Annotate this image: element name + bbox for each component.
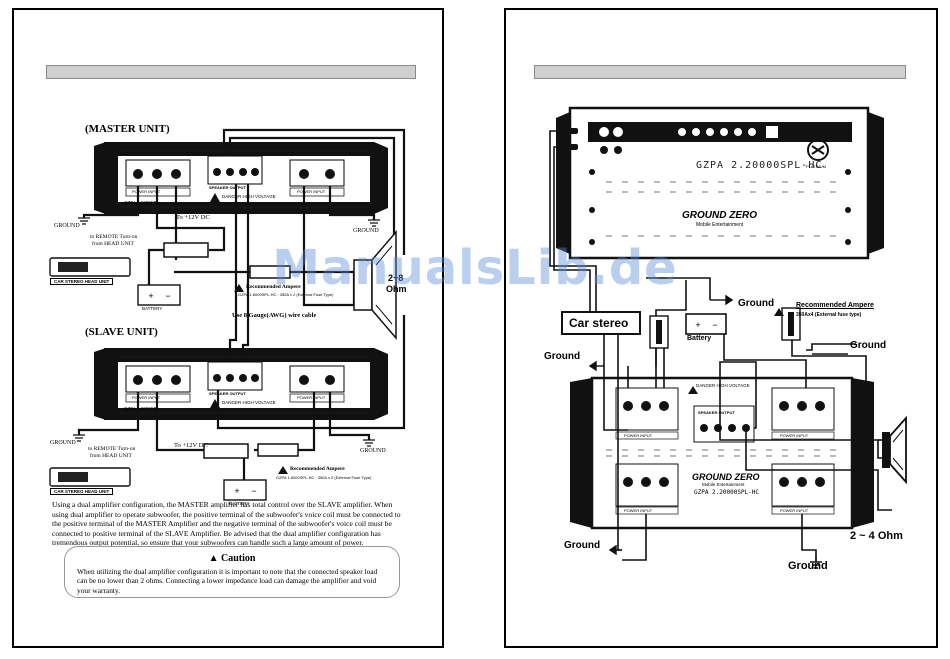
upper-amplifier bbox=[556, 106, 884, 260]
right-battery: + − bbox=[685, 313, 727, 335]
car-stereo-label: Car stereo bbox=[569, 316, 629, 330]
ground-arrows bbox=[588, 294, 848, 569]
master-amplifier bbox=[94, 142, 388, 214]
lower-brand-subtitle: Mobile Entertainment bbox=[702, 482, 745, 487]
watermark: ManualsLib.de bbox=[272, 240, 678, 296]
rca-plugs bbox=[558, 128, 578, 150]
ground-label-left: Ground bbox=[544, 351, 581, 362]
lower-amplifier bbox=[570, 376, 874, 530]
svg-text:+: + bbox=[695, 320, 700, 330]
master-power-input-left-label: POWER INPUT bbox=[132, 189, 161, 194]
warning-icons bbox=[210, 193, 288, 474]
slave-remote-line2: from HEAD UNIT bbox=[90, 453, 132, 459]
master-danger-label: DANGER HIGH VOLTAGE bbox=[222, 194, 276, 199]
upper-brand-label: GROUND ZERO bbox=[682, 210, 757, 221]
lower-amplifier-model-label: GZPA 2.20000SPL-HC bbox=[694, 489, 760, 496]
lower-danger-label: DANGER HIGH VOLTAGE bbox=[696, 383, 750, 388]
ohm-range-line1: 2~8 bbox=[388, 273, 404, 283]
slave-remote-line1: to REMOTE Turn-on bbox=[88, 446, 136, 452]
master-speaker-output-label: SPEAKER OUTPUT bbox=[209, 185, 246, 190]
head-unit-devices bbox=[49, 257, 131, 487]
slave-speaker-output-label: SPEAKER OUTPUT bbox=[209, 391, 246, 396]
master-power-input-right-label: POWER INPUT bbox=[297, 189, 326, 194]
master-ampere-detail: GZPA 1.6000SPL-HC : 350A x 2 (External F… bbox=[238, 292, 334, 297]
svg-text:−: − bbox=[712, 320, 717, 330]
master-remote-line2: from HEAD UNIT bbox=[92, 241, 134, 247]
caution-box: ▲ Caution When utilizing the dual amplif… bbox=[64, 546, 400, 598]
left-section-header-bar bbox=[46, 65, 416, 79]
slave-danger-label: DANGER HIGH VOLTAGE bbox=[222, 400, 276, 405]
slave-ground-right-label: GROUND bbox=[360, 448, 386, 454]
wiring bbox=[77, 128, 406, 480]
lower-power-input-2: POWER INPUT bbox=[780, 433, 809, 438]
right-battery-label: Battery bbox=[687, 335, 712, 342]
master-battery-label: BATTERY bbox=[142, 306, 163, 311]
slave-model-label: GZPA 1.6000SPL bbox=[124, 406, 160, 411]
master-head-unit-label: CAR STEREO HEAD UNIT bbox=[50, 278, 114, 285]
dual-amplifier-wiring-diagram: + − + − bbox=[49, 128, 406, 501]
right-ohm-label: 2 ~ 4 Ohm bbox=[850, 530, 903, 542]
svg-text:+: + bbox=[148, 291, 153, 301]
slave-ampere-detail: GZPA 1.6000SPL-HC : 350A x 2 (External F… bbox=[276, 475, 372, 480]
master-ground-right-label: GROUND bbox=[353, 228, 379, 234]
slave-unit-label: (SLAVE UNIT) bbox=[85, 326, 158, 338]
warning-icon: ▲ bbox=[208, 553, 219, 564]
slave-recommended-ampere-label: Recommended Ampere bbox=[290, 466, 345, 472]
caution-title: Caution bbox=[220, 553, 256, 564]
master-to-12v-label: To +12V DC bbox=[176, 214, 210, 221]
slave-battery-label: BATTERY bbox=[229, 501, 250, 506]
master-remote-line1: to REMOTE Turn-on bbox=[90, 234, 138, 240]
dual-amplifier-description: Using a dual amplifier configuration, th… bbox=[52, 500, 401, 548]
ground-symbols bbox=[73, 217, 380, 447]
slave-power-input-right-label: POWER INPUT bbox=[297, 395, 326, 400]
master-recommended-ampere-label: Recommended Ampere bbox=[246, 284, 301, 290]
lower-power-input-4: POWER INPUT bbox=[780, 508, 809, 513]
right-subwoofer-speaker bbox=[882, 415, 907, 485]
ground-label-bottom-left: Ground bbox=[564, 540, 601, 551]
lower-speaker-output-label: SPEAKER OUTPUT bbox=[698, 410, 735, 415]
subwoofer-speaker bbox=[353, 229, 397, 341]
upper-brand-subtitle: Mobile Entertainment bbox=[696, 222, 744, 228]
right-ampere-detail: 350Ax4 (External fuse type) bbox=[796, 312, 862, 318]
svg-text:−: − bbox=[251, 486, 256, 496]
master-ground-left-label: GROUND bbox=[54, 223, 80, 229]
lower-power-input-3: POWER INPUT bbox=[624, 508, 653, 513]
caution-text: When utilizing the dual amplifier config… bbox=[77, 567, 378, 595]
slave-head-unit-label: CAR STEREO HEAD UNIT bbox=[50, 488, 114, 495]
left-manual-page: + − + − (MASTER UNIT) (SLAV bbox=[12, 8, 444, 648]
ground-label-top: Ground bbox=[738, 298, 775, 309]
ground-label-bottom: Ground bbox=[788, 560, 828, 572]
lower-power-input-1: POWER INPUT bbox=[624, 433, 653, 438]
upper-amplifier-model-label: GZPA 2.20000SPL-HC bbox=[696, 160, 823, 171]
four-channel-amplifier-wiring-diagram: + − bbox=[549, 106, 907, 569]
ohm-range-line2: Ohm bbox=[386, 284, 407, 294]
lower-brand-label: GROUND ZERO bbox=[692, 472, 760, 482]
svg-text:+: + bbox=[234, 486, 239, 496]
car-stereo-box bbox=[561, 311, 641, 335]
slave-power-input-left-label: POWER INPUT bbox=[132, 395, 161, 400]
svg-text:−: − bbox=[165, 291, 170, 301]
right-fuse-holders bbox=[649, 307, 801, 349]
slave-to-12v-label: To +12V DC bbox=[174, 442, 208, 449]
master-model-label: GZPA 1.6000SPL bbox=[124, 200, 160, 205]
right-wiring bbox=[549, 130, 892, 562]
ground-label-right: Ground bbox=[850, 340, 887, 351]
right-warning-icons bbox=[774, 308, 784, 316]
fuse-holders bbox=[163, 242, 299, 459]
caution-heading: ▲ Caution bbox=[65, 553, 399, 564]
platinum-label: PLATINUM bbox=[806, 164, 826, 169]
right-manual-page: + − GZPA 2.20000S bbox=[504, 8, 938, 648]
wire-gauge-note: Use 8 Gauge(AWG) wire cable bbox=[232, 312, 317, 319]
slave-ground-left-label: GROUND bbox=[50, 440, 76, 446]
master-unit-label: (MASTER UNIT) bbox=[85, 123, 170, 135]
battery-units: + − + − bbox=[137, 284, 267, 501]
right-recommended-ampere-label: Recommended Ampere bbox=[796, 302, 874, 309]
right-section-header-bar bbox=[534, 65, 906, 79]
